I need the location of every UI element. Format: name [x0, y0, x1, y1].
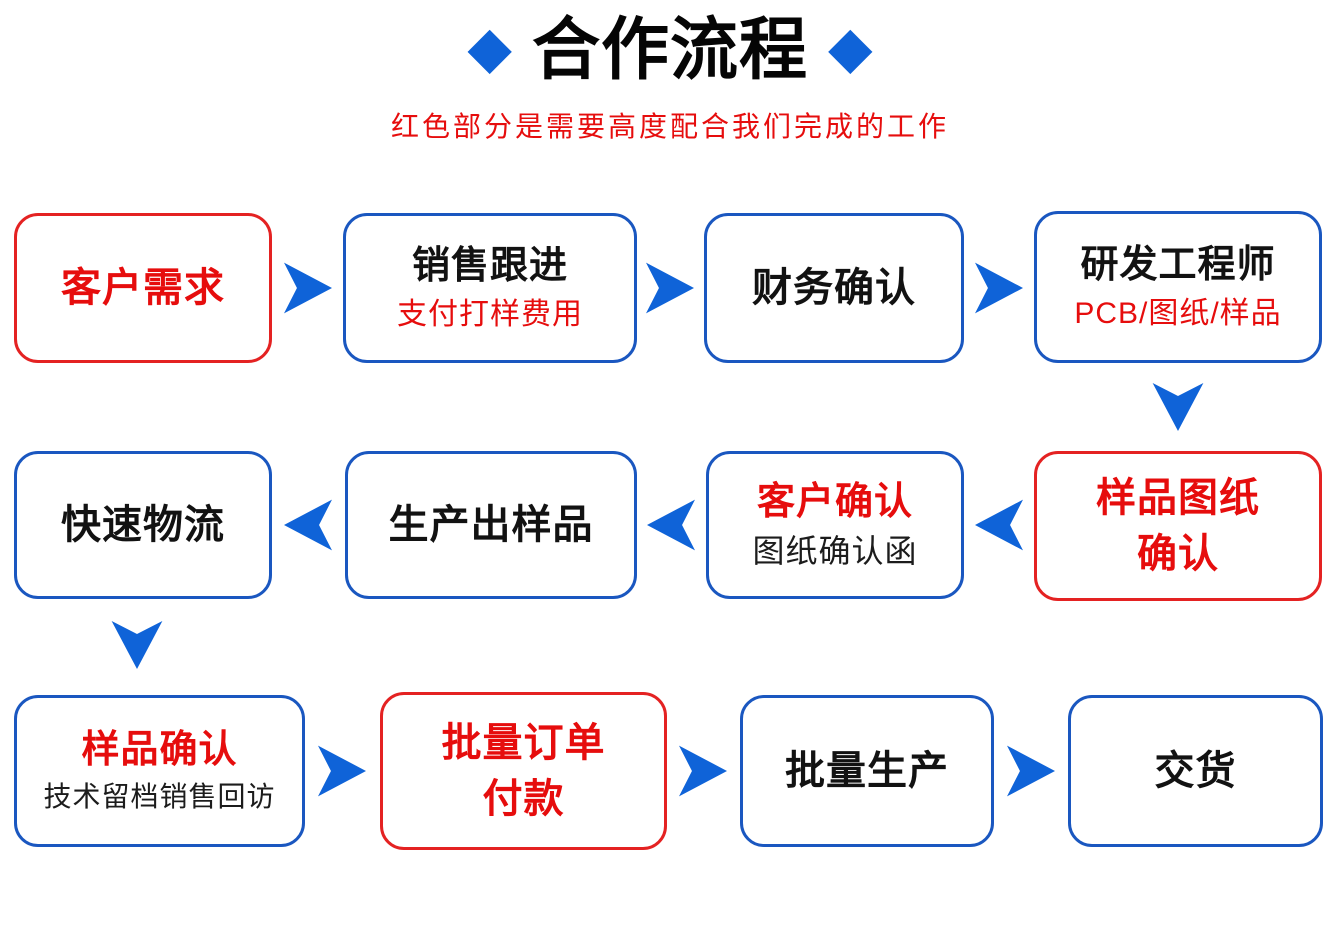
node-customer-confirm: 客户确认 图纸确认函: [706, 451, 964, 599]
node-title: 批量订单: [441, 720, 606, 765]
arrow-down-icon: [111, 621, 163, 669]
arrow-left-icon: [647, 499, 695, 551]
page-subtitle: 红色部分是需要高度配合我们完成的工作: [390, 111, 949, 142]
node-title: 样品确认: [81, 728, 238, 771]
arrow-right-icon: [284, 262, 332, 314]
node-title: 销售跟进: [411, 244, 568, 287]
arrow-right-icon: [1007, 745, 1055, 797]
arrow-right-icon: [318, 745, 366, 797]
node-title: 批量生产: [785, 748, 949, 793]
arrow-left-icon: [975, 499, 1023, 551]
node-title: 客户需求: [61, 265, 225, 310]
node-delivery: 交货: [1068, 695, 1323, 847]
node-title-line2: 确认: [1137, 531, 1219, 576]
node-sample-confirm: 样品确认 技术留档销售回访: [14, 695, 305, 847]
node-rd-engineer: 研发工程师 PCB/图纸/样品: [1034, 211, 1322, 363]
node-title-line2: 付款: [482, 776, 565, 821]
node-title: 客户确认: [756, 480, 913, 523]
arrow-right-icon: [646, 262, 694, 314]
node-subtitle: 图纸确认函: [752, 533, 918, 570]
arrow-right-icon: [975, 262, 1023, 314]
node-finance-confirm: 财务确认: [704, 213, 964, 363]
title-diamond-right-icon: ◆: [828, 15, 873, 80]
node-sample-drawing-confirm: 样品图纸 确认: [1034, 451, 1322, 601]
page-title: ◆ 合作流程 ◆: [0, 6, 1340, 94]
node-title: 财务确认: [752, 265, 916, 310]
node-fast-logistics: 快速物流: [14, 451, 272, 599]
node-subtitle: PCB/图纸/样品: [1074, 297, 1282, 331]
node-title: 快速物流: [61, 502, 225, 547]
node-title: 生产出样品: [388, 502, 594, 547]
node-customer-demand: 客户需求: [14, 213, 272, 363]
node-sales-follow-up: 销售跟进 支付打样费用: [343, 213, 637, 363]
node-subtitle: 技术留档销售回访: [43, 781, 276, 813]
node-bulk-order-payment: 批量订单 付款: [380, 692, 667, 850]
node-title: 交货: [1154, 748, 1237, 793]
node-subtitle: 支付打样费用: [397, 298, 583, 332]
node-bulk-production: 批量生产: [740, 695, 994, 847]
arrow-down-icon: [1152, 383, 1204, 431]
node-title: 研发工程师: [1080, 243, 1276, 286]
title-diamond-left-icon: ◆: [467, 15, 512, 80]
node-title: 样品图纸: [1096, 475, 1260, 520]
arrow-left-icon: [284, 499, 332, 551]
page-title-text: 合作流程: [531, 12, 808, 88]
node-produce-sample: 生产出样品: [345, 451, 637, 599]
arrow-right-icon: [679, 745, 727, 797]
